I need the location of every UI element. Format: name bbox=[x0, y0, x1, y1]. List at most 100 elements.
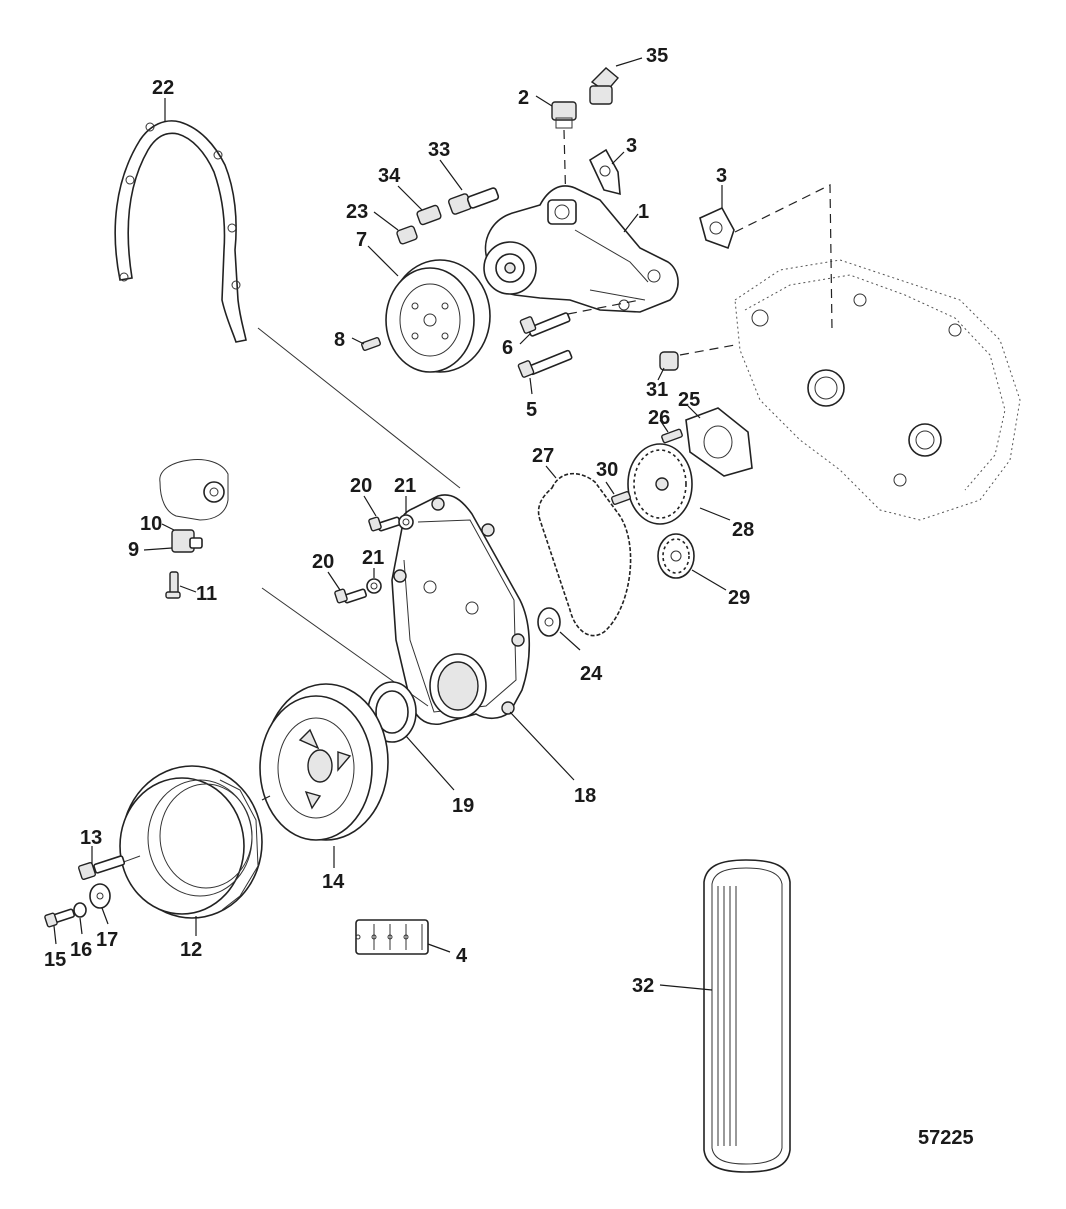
part-10-sensor-area bbox=[159, 459, 229, 521]
callout-27: 27 bbox=[532, 445, 554, 467]
part-28-cam-sprocket bbox=[627, 443, 693, 525]
callout-28: 28 bbox=[732, 519, 754, 541]
callout-26: 26 bbox=[648, 407, 670, 429]
callout-7: 7 bbox=[356, 229, 367, 251]
part-16-lockwasher bbox=[73, 902, 87, 918]
part-12-crank-pulley bbox=[119, 765, 263, 919]
callout-22: 22 bbox=[152, 77, 174, 99]
callout-31: 31 bbox=[646, 379, 668, 401]
part-6-bolt bbox=[519, 312, 571, 337]
leader-17 bbox=[101, 907, 109, 925]
leader-27 bbox=[545, 465, 557, 479]
leader-28 bbox=[699, 507, 731, 521]
part-22-front-cover-gasket bbox=[114, 120, 247, 343]
part-21-washer-b bbox=[366, 578, 382, 594]
callout-34: 34 bbox=[378, 165, 401, 187]
callout-11: 11 bbox=[196, 583, 217, 605]
leader-32 bbox=[659, 984, 713, 991]
leader-7 bbox=[367, 245, 399, 277]
part-32-serpentine-belt bbox=[703, 859, 791, 1173]
callout-20b: 20 bbox=[312, 551, 334, 573]
callout-25: 25 bbox=[678, 389, 700, 411]
part-25-plate bbox=[685, 407, 753, 477]
part-5-bolt bbox=[517, 349, 573, 378]
callout-16: 16 bbox=[70, 939, 92, 961]
leader-25 bbox=[687, 405, 701, 419]
callout-35: 35 bbox=[646, 45, 668, 67]
callout-6: 6 bbox=[502, 337, 513, 359]
callout-13: 13 bbox=[80, 827, 102, 849]
callout-32: 32 bbox=[632, 975, 654, 997]
leader-29 bbox=[691, 569, 727, 591]
part-27-timing-chain bbox=[537, 472, 632, 637]
part-9-crank-sensor bbox=[171, 529, 203, 553]
leader-3a bbox=[611, 151, 625, 165]
part-15-bolt bbox=[44, 908, 75, 928]
leader-5 bbox=[529, 377, 533, 395]
leader-34 bbox=[397, 185, 423, 211]
leader-30 bbox=[605, 481, 615, 495]
leader-9 bbox=[143, 547, 173, 551]
leader-23 bbox=[373, 211, 399, 231]
part-3-gasket-a bbox=[588, 148, 621, 196]
engine-block-outline bbox=[734, 259, 1021, 521]
callout-3a: 3 bbox=[626, 135, 637, 157]
leader-16 bbox=[79, 917, 83, 935]
part-23-plug bbox=[396, 225, 418, 245]
leader-8 bbox=[351, 337, 365, 345]
dash-3b bbox=[734, 184, 833, 331]
part-33-fitting bbox=[448, 187, 500, 215]
part-24-washer bbox=[537, 607, 561, 637]
callout-17: 17 bbox=[96, 929, 118, 951]
dash-14 bbox=[261, 795, 271, 801]
callout-21a: 21 bbox=[394, 475, 416, 497]
leader-20b bbox=[327, 571, 341, 591]
part-3-gasket-b bbox=[699, 206, 735, 250]
leader-15 bbox=[53, 925, 57, 945]
leader-26 bbox=[659, 419, 669, 433]
leader-19 bbox=[405, 735, 455, 791]
leader-20a bbox=[363, 495, 377, 517]
callout-18: 18 bbox=[574, 785, 596, 807]
callout-10: 10 bbox=[140, 513, 162, 535]
part-30-bolt bbox=[611, 491, 631, 505]
leader-2 bbox=[535, 95, 553, 107]
part-21-washer-a bbox=[398, 514, 414, 530]
callout-1: 1 bbox=[638, 201, 649, 223]
callout-9: 9 bbox=[128, 539, 139, 561]
part-13-bolt bbox=[77, 855, 126, 881]
leader-1 bbox=[623, 213, 639, 233]
part-14-harmonic-balancer bbox=[259, 683, 389, 841]
part-34-fitting bbox=[416, 204, 442, 226]
callout-14: 14 bbox=[322, 871, 345, 893]
part-8-bolt bbox=[361, 337, 381, 351]
leader-6 bbox=[519, 333, 531, 345]
leader-24 bbox=[559, 631, 581, 651]
leader-33 bbox=[439, 159, 463, 191]
part-18-timing-cover bbox=[391, 494, 531, 725]
callout-12: 12 bbox=[180, 939, 202, 961]
part-35-fitting bbox=[589, 67, 619, 105]
part-7-water-pump-pulley bbox=[385, 259, 491, 373]
callout-33: 33 bbox=[428, 139, 450, 161]
dash-6 bbox=[567, 299, 641, 315]
part-2-plug bbox=[551, 101, 577, 129]
leader-35 bbox=[615, 57, 643, 67]
callout-30: 30 bbox=[596, 459, 618, 481]
callout-5: 5 bbox=[526, 399, 537, 421]
callout-29: 29 bbox=[728, 587, 750, 609]
part-11-bolt bbox=[165, 571, 181, 599]
assembly-line-gasket bbox=[257, 327, 461, 489]
part-4-kit bbox=[355, 919, 429, 955]
callout-24: 24 bbox=[580, 663, 603, 685]
leader-31 bbox=[657, 367, 665, 381]
callout-20a: 20 bbox=[350, 475, 372, 497]
callout-8: 8 bbox=[334, 329, 345, 351]
callout-15: 15 bbox=[44, 949, 66, 971]
callout-3b: 3 bbox=[716, 165, 727, 187]
part-26-bolt bbox=[661, 428, 683, 444]
part-17-washer bbox=[89, 883, 111, 909]
callout-4: 4 bbox=[456, 945, 468, 967]
callout-2: 2 bbox=[518, 87, 529, 109]
